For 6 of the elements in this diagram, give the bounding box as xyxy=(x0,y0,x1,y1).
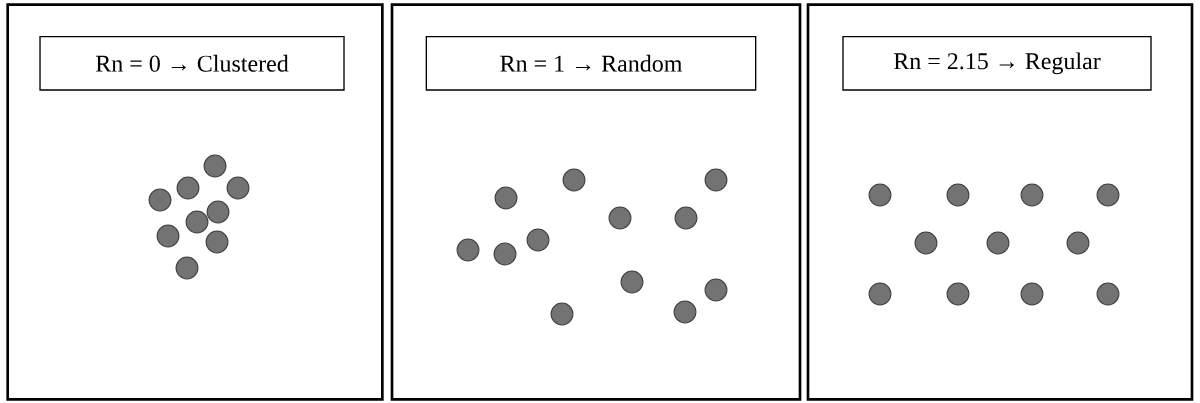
title-box: Rn = 1 → Random xyxy=(425,36,757,91)
panel-frame xyxy=(6,3,384,401)
panel-frame xyxy=(806,3,1194,401)
title-box: Rn = 2.15 → Regular xyxy=(842,36,1152,91)
title-box: Rn = 0 → Clustered xyxy=(39,36,345,91)
panel-frame xyxy=(390,3,802,401)
